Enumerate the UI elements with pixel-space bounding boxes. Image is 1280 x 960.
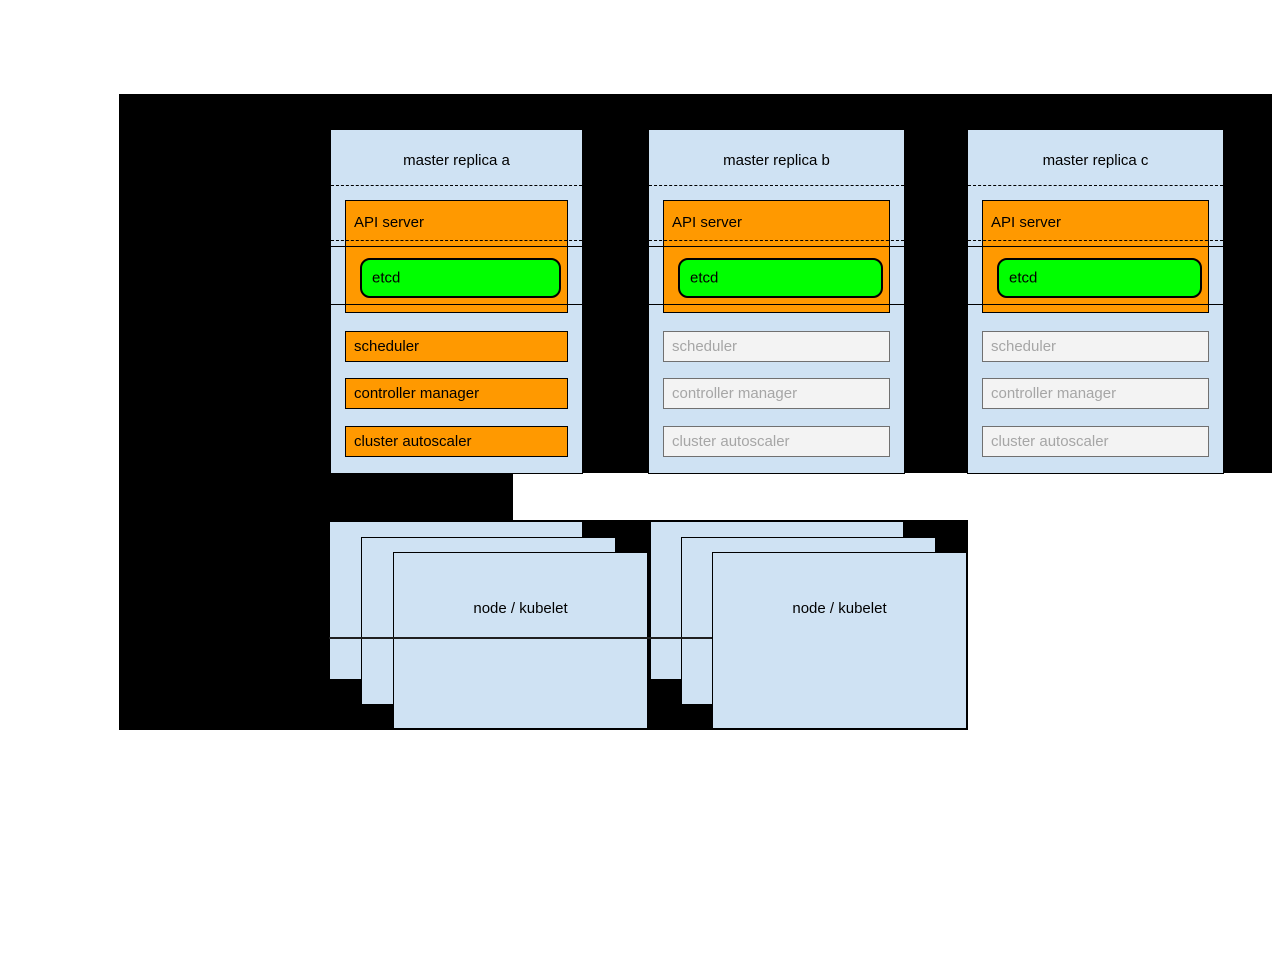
api-server-box: API server etcd <box>345 200 568 313</box>
cluster-autoscaler-box: cluster autoscaler <box>982 426 1209 457</box>
master-replica-c-box: master replica c API server etcd schedul… <box>967 129 1224 474</box>
node-box-front: node / kubelet <box>712 552 967 729</box>
scheduler-box: scheduler <box>982 331 1209 362</box>
etcd-box: etcd <box>678 258 883 298</box>
section-separator-solid <box>649 304 904 305</box>
replica-title: master replica c <box>1042 152 1149 169</box>
etcd-box: etcd <box>997 258 1202 298</box>
api-server-label: API server <box>672 214 743 231</box>
controller-manager-box: controller manager <box>345 378 568 409</box>
replica-title: master replica a <box>403 152 510 169</box>
master-replica-a-box: master replica a API server etcd schedul… <box>330 129 583 474</box>
section-separator-dashed <box>968 240 1223 241</box>
scheduler-box: scheduler <box>663 331 890 362</box>
node-kubelet-label: node / kubelet <box>792 600 887 617</box>
controller-manager-box: controller manager <box>982 378 1209 409</box>
section-separator-solid <box>968 246 1223 247</box>
master-replica-b-box: master replica b API server etcd schedul… <box>648 129 905 474</box>
section-separator-solid <box>331 246 582 247</box>
node-kubelet-label: node / kubelet <box>473 600 568 617</box>
api-server-box: API server etcd <box>982 200 1209 313</box>
cluster-autoscaler-box: cluster autoscaler <box>345 426 568 457</box>
node-section-divider-line <box>329 637 967 639</box>
etcd-box: etcd <box>360 258 561 298</box>
section-separator-dashed <box>331 240 582 241</box>
section-separator-dashed <box>331 185 582 186</box>
api-server-label: API server <box>354 214 425 231</box>
section-separator-dashed <box>649 185 904 186</box>
scheduler-box: scheduler <box>345 331 568 362</box>
api-server-box: API server etcd <box>663 200 890 313</box>
section-separator-solid <box>968 304 1223 305</box>
api-server-label: API server <box>991 214 1062 231</box>
section-separator-solid <box>331 304 582 305</box>
diagram-background-middle <box>119 473 513 520</box>
replica-title: master replica b <box>723 152 830 169</box>
node-box-front: node / kubelet <box>393 552 648 729</box>
section-separator-dashed <box>968 185 1223 186</box>
section-separator-dashed <box>649 240 904 241</box>
controller-manager-box: controller manager <box>663 378 890 409</box>
etcd-label: etcd <box>690 269 719 287</box>
section-separator-solid <box>649 246 904 247</box>
etcd-label: etcd <box>372 269 401 287</box>
etcd-label: etcd <box>1009 269 1038 287</box>
cluster-autoscaler-box: cluster autoscaler <box>663 426 890 457</box>
